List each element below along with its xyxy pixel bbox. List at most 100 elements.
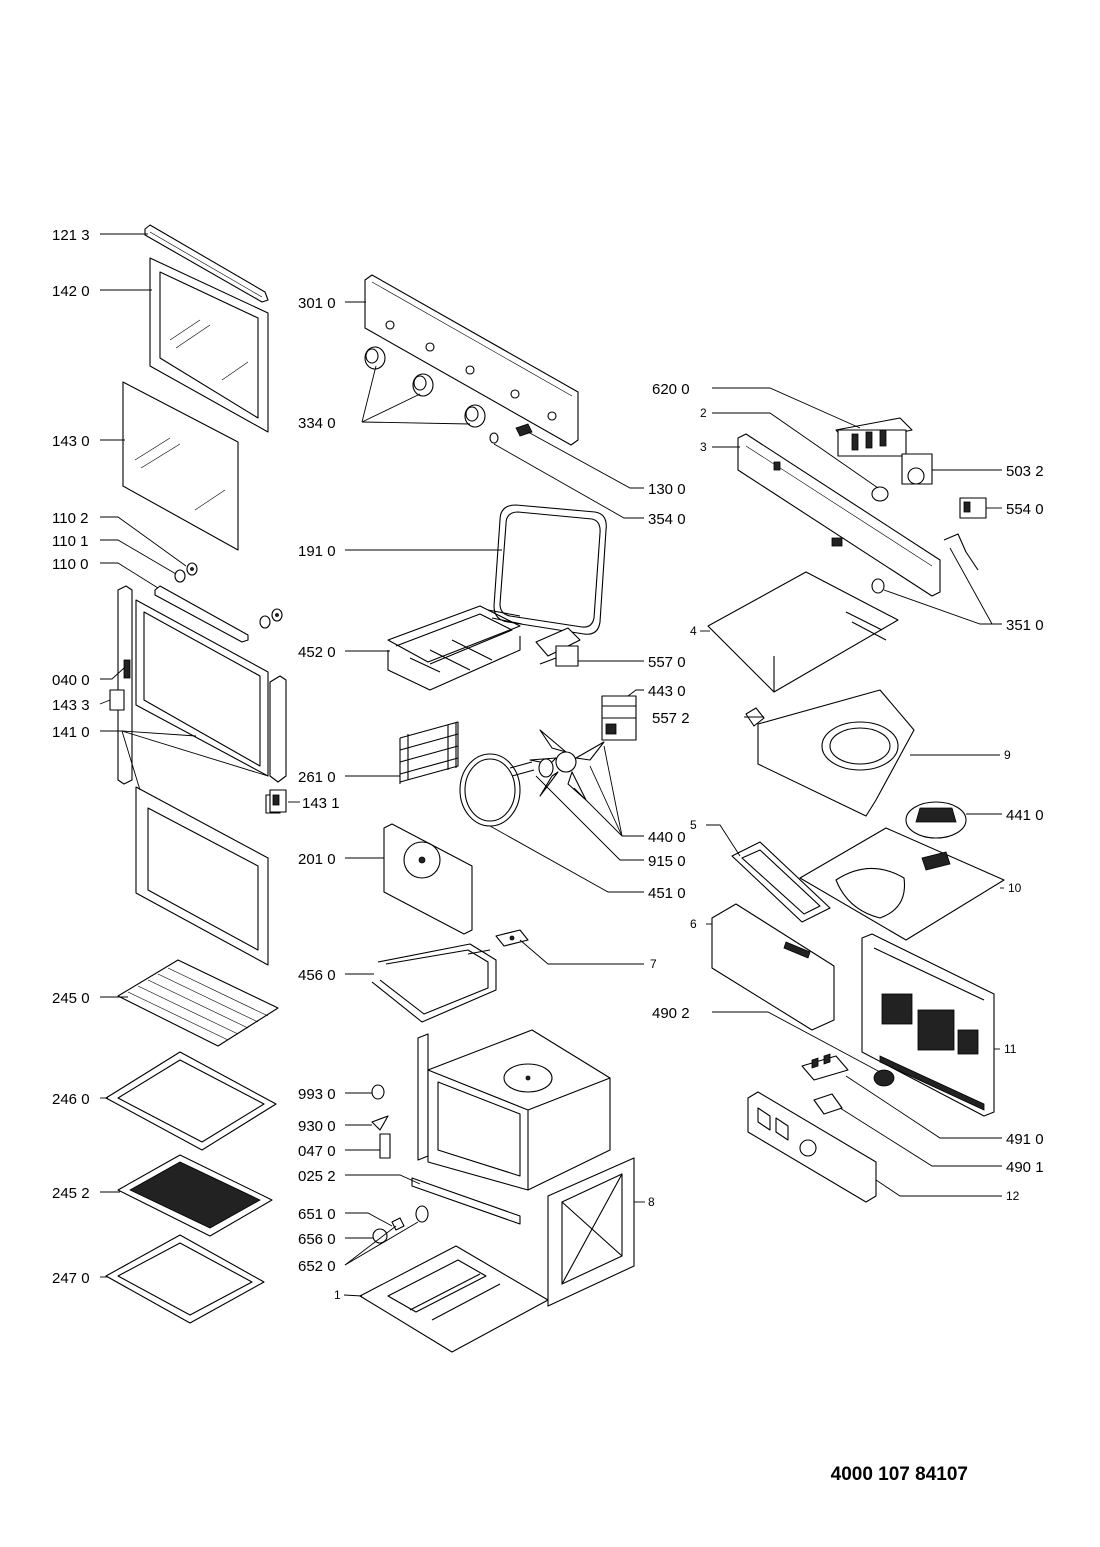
callout-656-0: 656 0	[298, 1231, 336, 1248]
callout-452-0: 452 0	[298, 644, 336, 661]
callout-261-0: 261 0	[298, 769, 336, 786]
callout-12: 12	[1006, 1189, 1020, 1203]
thermostat-probe-part	[871, 578, 885, 594]
control-bracket-part	[737, 433, 941, 597]
door-inner-panel-part	[135, 786, 269, 966]
callout-7: 7	[650, 957, 657, 971]
callout-121-3: 121 3	[52, 227, 90, 244]
callout-110-1: 110 1	[52, 533, 88, 550]
fan-motor-part	[601, 695, 637, 741]
fan-housing-part	[757, 689, 915, 817]
callout-labels: 121 3 142 0 143 0 110 2 110 1 110 0 040 …	[52, 227, 1044, 1302]
callout-451-0: 451 0	[648, 885, 686, 902]
callout-441-0: 441 0	[1006, 807, 1044, 824]
callout-5: 5	[690, 818, 697, 832]
electronics-bracket-part	[747, 1091, 877, 1203]
callout-930-0: 930 0	[298, 1118, 336, 1135]
document-number: 4000 107 84107	[831, 1464, 968, 1485]
callout-557-2: 557 2	[652, 710, 690, 727]
fan-cover-part	[383, 823, 473, 935]
callout-6: 6	[690, 917, 697, 931]
small-fasteners-part	[371, 1084, 429, 1244]
top-cover-part	[799, 827, 1005, 941]
cooling-plate-part	[707, 571, 899, 693]
callout-443-0: 443 0	[648, 683, 686, 700]
callout-651-0: 651 0	[298, 1206, 336, 1223]
grill-element-part	[387, 605, 523, 691]
callout-143-0: 143 0	[52, 433, 90, 450]
side-duct-part	[711, 903, 835, 1031]
wire-shelf-part	[117, 959, 279, 1047]
callout-456-0: 456 0	[298, 967, 336, 984]
callout-557-0: 557 0	[648, 654, 686, 671]
callout-2: 2	[700, 406, 707, 420]
callout-191-0: 191 0	[298, 543, 336, 560]
callout-8: 8	[648, 1195, 655, 1209]
connector-part	[943, 497, 987, 571]
callout-246-0: 246 0	[52, 1091, 90, 1108]
callout-351-0: 351 0	[1006, 617, 1044, 634]
callout-10: 10	[1008, 881, 1022, 895]
callout-301-0: 301 0	[298, 295, 336, 312]
drip-pan-part	[105, 1234, 265, 1324]
callout-142-0: 142 0	[52, 283, 90, 300]
callout-554-0: 554 0	[1006, 501, 1044, 518]
inner-door-glass-part	[122, 381, 239, 551]
callout-620-0: 620 0	[652, 381, 690, 398]
bottom-panel-part	[359, 1245, 549, 1353]
thermostat-part	[535, 627, 581, 667]
outer-door-glass-part	[149, 257, 269, 433]
callout-245-0: 245 0	[52, 990, 90, 1007]
callout-503-2: 503 2	[1006, 463, 1044, 480]
cable-clamp-part	[813, 1093, 843, 1115]
callout-143-3: 143 3	[52, 697, 90, 714]
callout-025-2: 025 2	[298, 1168, 336, 1185]
callout-201-0: 201 0	[298, 851, 336, 868]
oven-cavity-part	[411, 1029, 611, 1225]
callout-141-0: 141 0	[52, 724, 90, 741]
control-knobs-part	[364, 346, 533, 444]
callout-4: 4	[690, 624, 697, 638]
callout-130-0: 130 0	[648, 481, 686, 498]
shelf-guides-part	[399, 721, 459, 784]
callout-11: 11	[1004, 1042, 1017, 1056]
hinge-washers-part	[174, 562, 283, 629]
timer-part	[901, 453, 933, 485]
small-cylinder-part	[871, 486, 889, 502]
callout-915-0: 915 0	[648, 853, 686, 870]
callout-354-0: 354 0	[648, 511, 686, 528]
side-panel-part	[547, 1157, 635, 1307]
callout-993-0: 993 0	[298, 1086, 336, 1103]
circular-element-part	[459, 753, 554, 827]
door-bottom-trim-part	[154, 585, 249, 643]
callout-490-1: 490 1	[1006, 1159, 1044, 1176]
callout-652-0: 652 0	[298, 1258, 336, 1275]
air-duct-part	[731, 841, 831, 923]
cooling-fan-part	[905, 801, 967, 839]
callout-334-0: 334 0	[298, 415, 336, 432]
round-connector-part	[873, 1069, 895, 1087]
callout-047-0: 047 0	[298, 1143, 336, 1160]
door-seal-part	[493, 504, 607, 635]
callout-245-2: 245 2	[52, 1185, 90, 1202]
bracket-part	[495, 929, 529, 947]
grill-grid-part	[117, 1154, 273, 1237]
door-latch-part	[269, 789, 287, 813]
callout-440-0: 440 0	[648, 829, 686, 846]
back-panel-part	[861, 933, 995, 1117]
terminal-block-part	[801, 1053, 849, 1081]
callout-9: 9	[1004, 748, 1011, 762]
callout-247-0: 247 0	[52, 1270, 90, 1287]
switch-block-part	[835, 417, 913, 457]
fan-blade-part	[529, 729, 605, 801]
callout-490-2: 490 2	[652, 1005, 690, 1022]
callout-110-2: 110 2	[52, 510, 88, 527]
callout-143-1: 143 1	[302, 795, 340, 812]
callout-040-0: 040 0	[52, 672, 90, 689]
callout-110-0: 110 0	[52, 556, 88, 573]
leader-lines	[99, 233, 1004, 1297]
callout-3: 3	[700, 440, 707, 454]
control-panel-part	[364, 274, 579, 446]
bottom-element-part	[371, 943, 497, 1023]
